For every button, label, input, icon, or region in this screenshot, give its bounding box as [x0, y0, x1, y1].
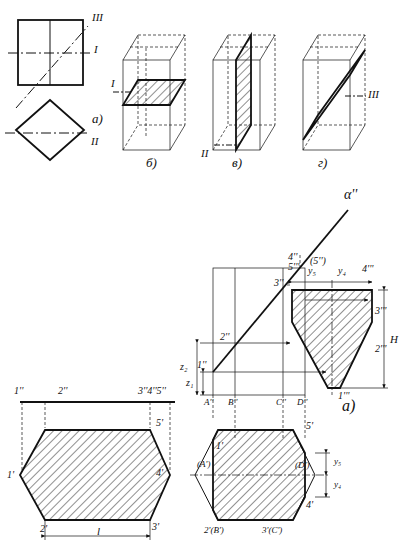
point-label: 2''' — [375, 344, 386, 354]
figure-letter: а) — [342, 398, 355, 414]
point-label: 1' — [216, 441, 223, 451]
point-label: 3' — [152, 522, 159, 532]
dimension-label: z₂ — [180, 362, 187, 372]
dimension-label: y₅ — [334, 457, 341, 466]
point-label: C'' — [276, 398, 286, 407]
point-label: 2'' — [220, 332, 229, 342]
point-label: 2' — [40, 524, 47, 534]
point-label: 5' — [156, 418, 163, 428]
plane-mark: I — [111, 78, 115, 89]
point-label: (5'') — [310, 256, 326, 266]
point-label: 1'' — [14, 386, 23, 396]
dimension-label: l — [97, 526, 100, 537]
point-label: D'' — [297, 398, 307, 407]
point-label: 3''' — [375, 306, 386, 316]
dimension-label: y₅ — [308, 266, 316, 276]
point-label: B'' — [228, 398, 237, 407]
point-label: 4''' — [362, 264, 373, 274]
point-label: 4'' — [288, 252, 297, 262]
plane-mark: I — [94, 44, 98, 55]
point-label: 3''4''5'' — [138, 386, 166, 396]
point-label: 1'' — [197, 360, 206, 370]
point-label: A'' — [204, 398, 213, 407]
point-label: 2'' — [58, 386, 67, 396]
dimension-label: y₄ — [334, 480, 341, 489]
plane-mark: II — [201, 148, 208, 159]
figure-letter: а) — [92, 112, 103, 125]
point-label: (D') — [295, 461, 309, 470]
dimension-label: H — [390, 334, 398, 345]
point-label: (A') — [197, 460, 210, 469]
point-label: 5''' — [288, 262, 299, 272]
point-label: 3'(C') — [262, 526, 282, 535]
dimension-label: y₄ — [338, 266, 346, 276]
point-label: 2'(B') — [204, 526, 224, 535]
point-label: 4' — [156, 468, 163, 478]
figure-letter: в) — [232, 156, 242, 169]
plane-trace: α'' — [344, 188, 357, 202]
figure-letter: г) — [318, 156, 327, 169]
plane-mark: II — [91, 136, 98, 147]
point-label: 1' — [7, 470, 14, 480]
point-label: 5' — [306, 421, 313, 431]
plane-mark: III — [92, 12, 103, 23]
dimension-label: z₁ — [186, 378, 193, 388]
plane-mark: III — [368, 89, 379, 100]
point-label: 3'' — [274, 278, 283, 288]
figure-letter: б) — [146, 156, 157, 169]
point-label: 4' — [306, 500, 313, 510]
